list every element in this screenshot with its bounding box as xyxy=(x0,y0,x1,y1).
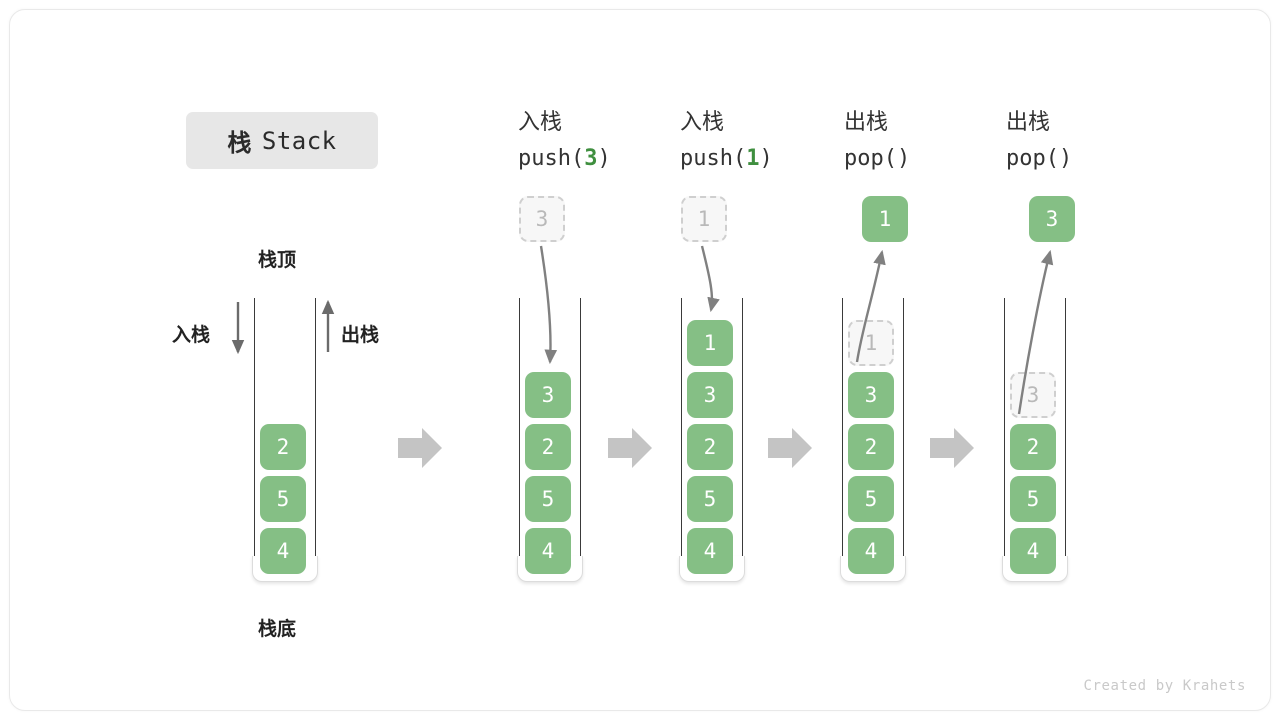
stack-cell-ghost: 3 xyxy=(1010,372,1056,418)
panel-heading-pop-3: 出栈 pop() xyxy=(1006,105,1072,177)
page-title-cn: 栈 xyxy=(227,129,252,157)
floating-cell-pop-1: 1 xyxy=(862,196,908,242)
stack-cell: 5 xyxy=(260,476,306,522)
stack-cell: 5 xyxy=(848,476,894,522)
stack-wall-right xyxy=(903,298,904,558)
stack-cell: 2 xyxy=(525,424,571,470)
stack-bottom-label: 栈底 xyxy=(258,618,297,640)
stack-cell: 4 xyxy=(687,528,733,574)
watermark: Created by Krahets xyxy=(1083,678,1246,694)
panel-heading-cn: 入栈 xyxy=(518,110,563,135)
stack-cell: 2 xyxy=(848,424,894,470)
panel-heading-code: push(1) xyxy=(680,146,773,171)
stack-cell: 4 xyxy=(848,528,894,574)
stack-wall-right xyxy=(742,298,743,558)
panel-heading-cn: 出栈 xyxy=(1006,110,1051,135)
stack-cell: 5 xyxy=(525,476,571,522)
panel-heading-code: pop() xyxy=(1006,146,1073,171)
stack-cell: 2 xyxy=(260,424,306,470)
pop-direction-label: 出栈 xyxy=(341,324,380,346)
stack-cell: 3 xyxy=(525,372,571,418)
stack-wall-right xyxy=(580,298,581,558)
stack-wall-left xyxy=(519,298,520,558)
page-title: 栈 Stack xyxy=(186,112,378,169)
panel-heading-code: pop() xyxy=(844,146,911,171)
stack-wall-left xyxy=(254,298,255,558)
stack-cell: 4 xyxy=(1010,528,1056,574)
floating-cell-push-3: 3 xyxy=(519,196,565,242)
floating-cell-push-1: 1 xyxy=(681,196,727,242)
stack-cell: 2 xyxy=(687,424,733,470)
stack-cell-ghost: 1 xyxy=(848,320,894,366)
code-argument: 3 xyxy=(584,146,598,171)
stack-wall-right xyxy=(1065,298,1066,558)
page-title-en: Stack xyxy=(261,126,337,155)
stack-wall-left xyxy=(1004,298,1005,558)
stack-cell: 3 xyxy=(848,372,894,418)
stack-cell: 4 xyxy=(525,528,571,574)
push-direction-label: 入栈 xyxy=(172,324,211,346)
stack-cell: 2 xyxy=(1010,424,1056,470)
panel-heading-cn: 出栈 xyxy=(844,110,889,135)
stack-top-label: 栈顶 xyxy=(258,249,297,271)
stack-wall-left xyxy=(842,298,843,558)
stack-wall-right xyxy=(315,298,316,558)
panel-heading-cn: 入栈 xyxy=(680,110,725,135)
stack-cell: 5 xyxy=(687,476,733,522)
floating-cell-pop-3: 3 xyxy=(1029,196,1075,242)
stack-cell: 5 xyxy=(1010,476,1056,522)
stack-wall-left xyxy=(681,298,682,558)
stack-cell: 1 xyxy=(687,320,733,366)
stack-cell: 3 xyxy=(687,372,733,418)
panel-heading-push-3: 入栈 push(3) xyxy=(518,105,611,177)
panel-heading-pop-1: 出栈 pop() xyxy=(844,105,910,177)
panel-heading-code: push(3) xyxy=(518,146,611,171)
code-argument: 1 xyxy=(746,146,760,171)
stack-cell: 4 xyxy=(260,528,306,574)
panel-heading-push-1: 入栈 push(1) xyxy=(680,105,773,177)
